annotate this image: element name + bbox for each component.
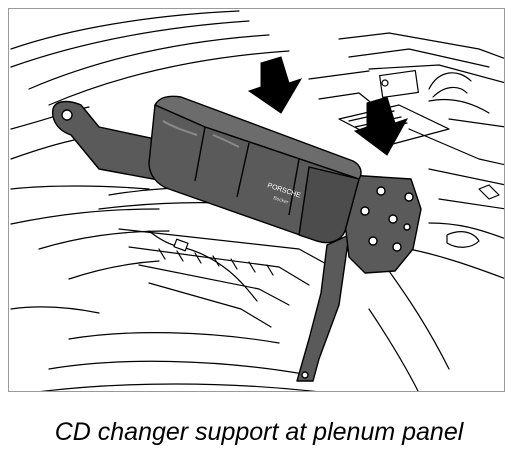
bracket-mount-hole bbox=[61, 109, 73, 121]
arrow-down-left bbox=[247, 56, 303, 114]
technical-illustration: PORSCHE Becker bbox=[10, 10, 504, 391]
device-model-label: Becker bbox=[272, 195, 289, 206]
figure-frame: PORSCHE Becker bbox=[8, 8, 505, 392]
insertion-arrows bbox=[247, 56, 409, 156]
cd-changer-unit: PORSCHE Becker bbox=[148, 95, 362, 244]
plate-bolts bbox=[360, 186, 414, 252]
arrow-down-right bbox=[353, 96, 409, 156]
plenum-panel-background bbox=[10, 10, 504, 391]
figure-caption: CD changer support at plenum panel bbox=[54, 418, 464, 446]
